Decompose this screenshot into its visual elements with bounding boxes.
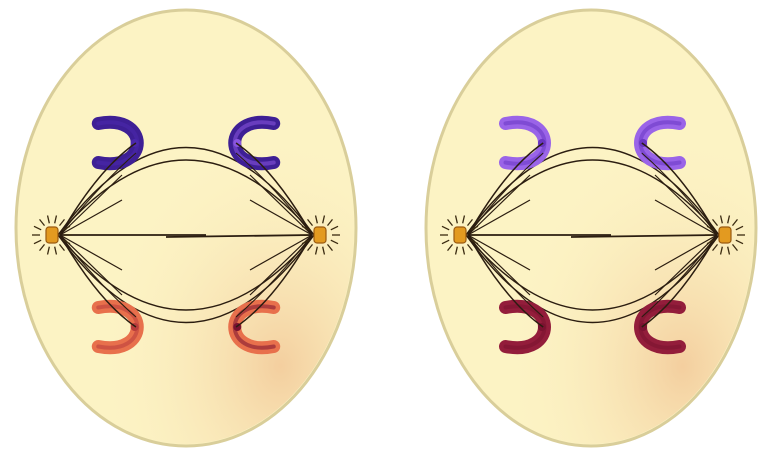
dividing-cell-2 [426,10,756,446]
dividing-cell-1 [16,10,356,446]
